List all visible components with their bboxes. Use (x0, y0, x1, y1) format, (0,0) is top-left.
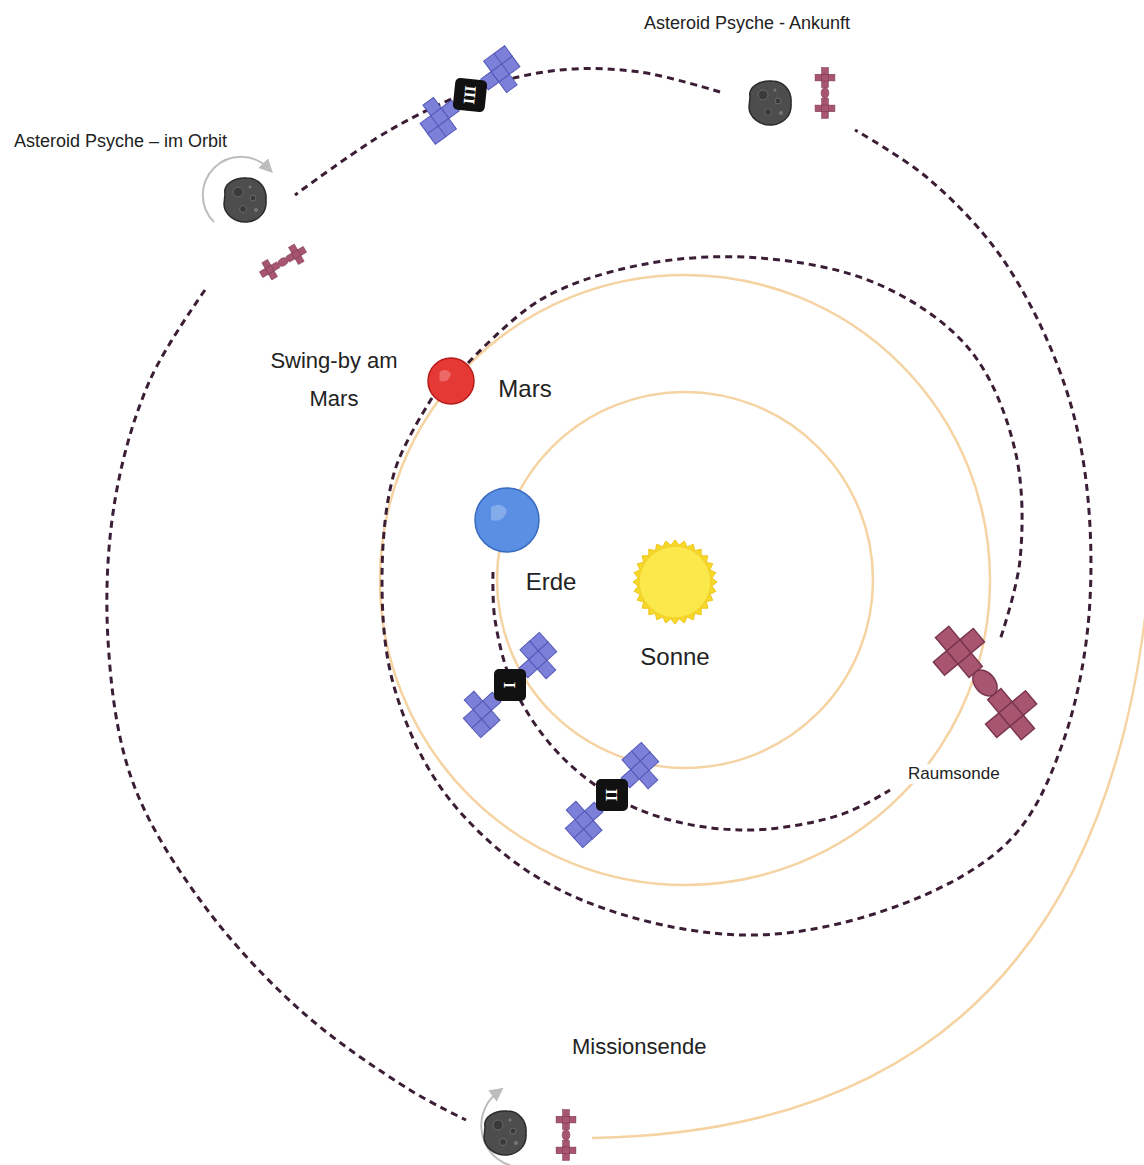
satellite-number-box: II (596, 779, 628, 811)
spacecraft-icon (556, 1110, 576, 1161)
satellite-panels (455, 632, 566, 737)
spacecraft-icon (922, 615, 1048, 751)
trajectory-group (107, 69, 1091, 1120)
satellite-panels (557, 742, 668, 847)
swing-by-label: Swing-by am Mars (262, 342, 406, 418)
earth-planet-node: Erde (472, 485, 597, 600)
asteroid-psyche (749, 81, 791, 125)
mission-end-label: Missionsende (570, 1034, 709, 1060)
earth-planet-disc (475, 488, 539, 552)
satellite-number: I (501, 682, 519, 688)
rotation-arrow (203, 157, 268, 222)
mars-planet-disc (428, 358, 474, 404)
sun-node: Sonne (628, 537, 723, 677)
trajectory-line (468, 257, 1022, 640)
mars-planet-label: Mars (498, 375, 551, 403)
sun-disc (639, 546, 711, 618)
asteroid-psyche (484, 1111, 526, 1155)
spacecraft-icon (815, 68, 835, 119)
earth-planet-label: Erde (526, 568, 577, 596)
rotation-arrow (481, 1092, 530, 1165)
sun-rays (633, 540, 717, 624)
sun-label: Sonne (640, 643, 709, 671)
arrival-label: Asteroid Psyche - Ankunft (642, 13, 852, 35)
trajectory-line (382, 130, 1091, 935)
mars-planet-surface (440, 370, 452, 382)
earth-planet-surface (491, 505, 507, 521)
mars-orbit (380, 275, 990, 885)
satellite-number-box: III (452, 77, 487, 112)
satellite-panels (412, 46, 527, 145)
satellite-number: III (460, 85, 480, 105)
spacecraft-label: Raumsonde (906, 764, 1002, 784)
satellite-number: II (603, 789, 621, 801)
asteroid-psyche (224, 178, 266, 222)
spacecraft-icon (256, 241, 310, 283)
satellite-number-box: I (494, 669, 526, 701)
mars-planet-node: Mars (425, 352, 575, 410)
earth-orbit (497, 392, 873, 768)
orbit-label: Asteroid Psyche – im Orbit (12, 131, 229, 153)
trajectory-line (107, 290, 466, 1120)
